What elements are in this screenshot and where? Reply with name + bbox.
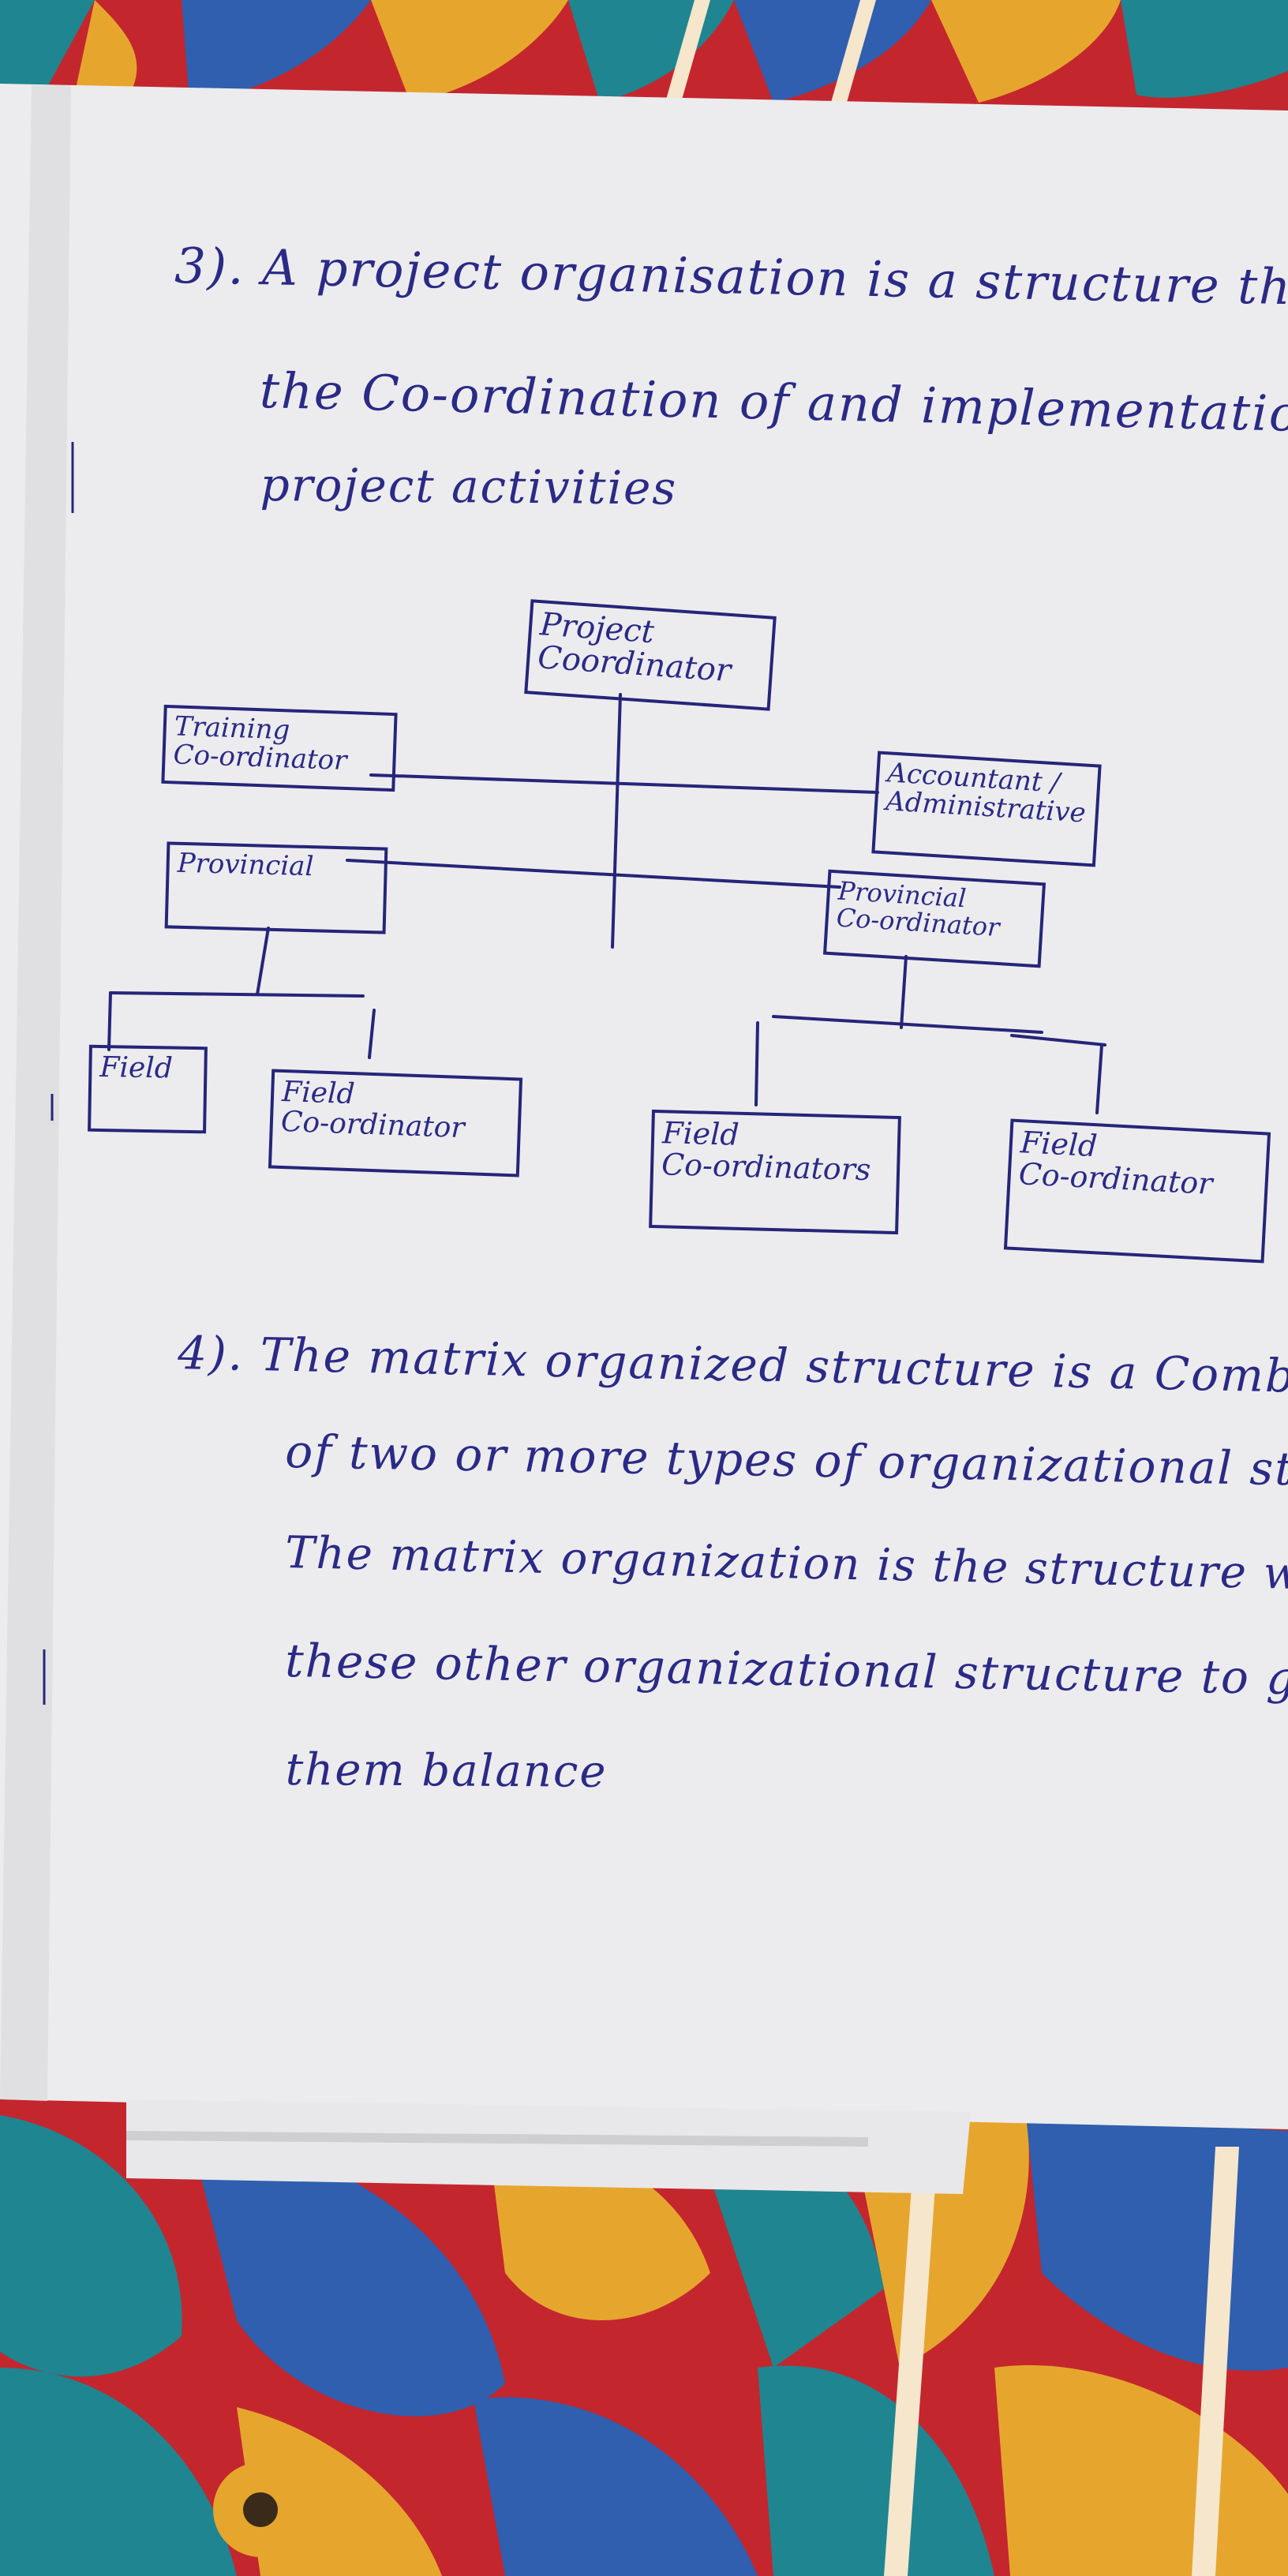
provincial-left-box: Provincial	[164, 841, 388, 934]
field-box-1: Field	[88, 1044, 208, 1134]
project-coordinator-box: Project Coordinator	[524, 599, 777, 711]
provincial-right-box: Provincial Co-ordinator	[822, 869, 1046, 968]
answer-4-line-5: them balance	[285, 1744, 608, 1798]
training-coordinator-box: Training Co-ordinator	[161, 704, 398, 792]
field-box-4: Field Co-ordinator	[1003, 1118, 1271, 1264]
answer-3-line-3: project activities	[260, 458, 678, 515]
field-box-2: Field Co-ordinator	[268, 1069, 523, 1178]
field-box-3: Field Co-ordinators	[649, 1109, 901, 1235]
answer-3-marker: 3).	[174, 237, 246, 296]
accountant-admin-box: Accountant / Administrative	[871, 751, 1102, 867]
answer-4-marker: 4).	[177, 1326, 245, 1381]
